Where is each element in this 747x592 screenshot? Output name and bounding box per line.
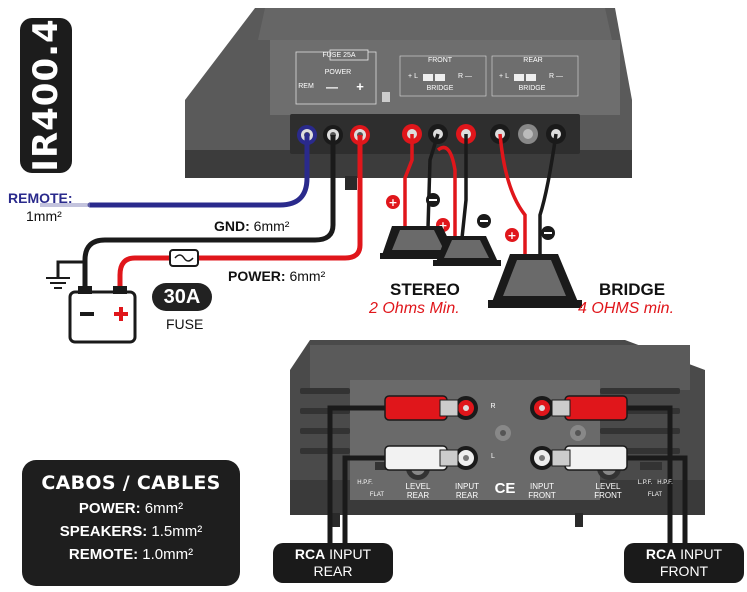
ground-stub xyxy=(56,260,85,278)
front-bridge-label: BRIDGE xyxy=(426,85,454,92)
input-front-label: INPUT FRONT xyxy=(528,482,556,500)
front-r-label: R — xyxy=(458,73,472,80)
bottom-amplifier xyxy=(290,340,705,527)
cables-speakers-label: SPEAKERS: xyxy=(59,523,148,540)
svg-text:+: + xyxy=(438,219,447,232)
rca-l-label: L xyxy=(491,453,495,460)
cables-row-speakers: SPEAKERS: 1.5mm² xyxy=(22,523,240,540)
rca-jacks xyxy=(454,396,554,470)
rear-l-label: + L xyxy=(499,73,509,80)
level-rear-label: LEVEL REAR xyxy=(405,482,431,500)
rca-front-line2: FRONT xyxy=(659,563,709,579)
power-wire xyxy=(117,135,363,295)
rear-label: REAR xyxy=(523,57,543,64)
rca-front-bold: RCA xyxy=(645,546,677,562)
front-l-label: + L xyxy=(408,73,418,80)
plus-label: + xyxy=(356,79,364,94)
gnd-wire xyxy=(82,135,336,295)
flat-front-label: FLAT xyxy=(647,492,663,498)
stereo-speaker-1-icon xyxy=(380,226,458,259)
rca-r-label: R xyxy=(490,403,496,410)
stereo-speaker-2-icon xyxy=(433,236,501,266)
cables-remote-value: 1.0mm² xyxy=(138,546,194,563)
svg-text:+: + xyxy=(388,196,397,209)
cables-row-power: POWER: 6mm² xyxy=(22,500,240,517)
rca-rear-bold: RCA xyxy=(294,546,326,562)
fuse-text: FUSE xyxy=(166,316,204,332)
power-label: POWER: xyxy=(228,268,286,284)
flat-rear-label: FLAT xyxy=(369,492,385,498)
remote-label: REMOTE: xyxy=(8,190,73,206)
input-rear-label: INPUT REAR xyxy=(455,482,479,500)
rca-cables-front xyxy=(551,395,688,545)
cables-power-value: 6mm² xyxy=(140,500,184,517)
bridge-speaker-icon xyxy=(488,254,582,308)
stereo-note: 2 Ohms Min. xyxy=(369,300,460,317)
rca-rear-line2: REAR xyxy=(313,563,353,579)
hpf-front-label: H.P.F. xyxy=(657,480,673,486)
fuse-rating: 30A xyxy=(152,283,212,311)
rca-input-rear-tag: RCA INPUT REAR xyxy=(273,543,393,583)
bridge-note: 4 OHMS min. xyxy=(578,300,675,317)
power-text: POWER: 6mm² xyxy=(228,268,325,284)
battery-icon xyxy=(68,286,137,344)
cables-power-label: POWER: xyxy=(78,500,141,517)
model-badge xyxy=(20,18,72,173)
front-label: FRONT xyxy=(427,57,453,64)
cables-remote-label: REMOTE: xyxy=(68,546,139,563)
ground-symbol-icon xyxy=(46,277,70,289)
rca-rear-rest: INPUT xyxy=(325,546,372,562)
cables-speakers-value: 1.5mm² xyxy=(147,523,203,540)
rear-bridge-label: BRIDGE xyxy=(518,85,546,92)
rear-r-label: R — xyxy=(549,73,563,80)
cables-row-remote: REMOTE: 1.0mm² xyxy=(22,546,240,563)
ce-mark: CE xyxy=(494,480,516,497)
remote-wire xyxy=(87,132,310,208)
gnd-label: GND: xyxy=(214,218,250,234)
svg-text:+: + xyxy=(507,229,516,242)
rca-input-front-tag: RCA INPUT FRONT xyxy=(624,543,744,583)
gnd-value: 6mm² xyxy=(249,218,290,234)
top-amplifier xyxy=(185,8,632,190)
rem-label: REM xyxy=(298,83,314,90)
minus-label: — xyxy=(326,80,338,94)
level-front-label: LEVEL FRONT xyxy=(594,482,622,500)
power-value: 6mm² xyxy=(285,268,326,284)
stereo-title: STEREO xyxy=(390,280,460,299)
rca-front-rest: INPUT xyxy=(676,546,723,562)
remote-value: 1mm² xyxy=(26,208,62,224)
lpf-front-label: L.P.F. xyxy=(637,480,653,486)
fuse-label: FUSE 25A xyxy=(322,52,356,59)
cables-box: CABOS / CABLES POWER: 6mm² SPEAKERS: 1.5… xyxy=(22,460,240,586)
hpf-rear-label: H.P.F. xyxy=(357,480,373,486)
rca-cables-rear xyxy=(327,395,459,545)
cables-title: CABOS / CABLES xyxy=(41,472,221,494)
power-panel-label: POWER xyxy=(324,69,352,76)
bridge-title: BRIDGE xyxy=(599,280,666,299)
model-name: IR400.4 xyxy=(26,18,66,172)
gnd-text: GND: 6mm² xyxy=(214,218,289,234)
